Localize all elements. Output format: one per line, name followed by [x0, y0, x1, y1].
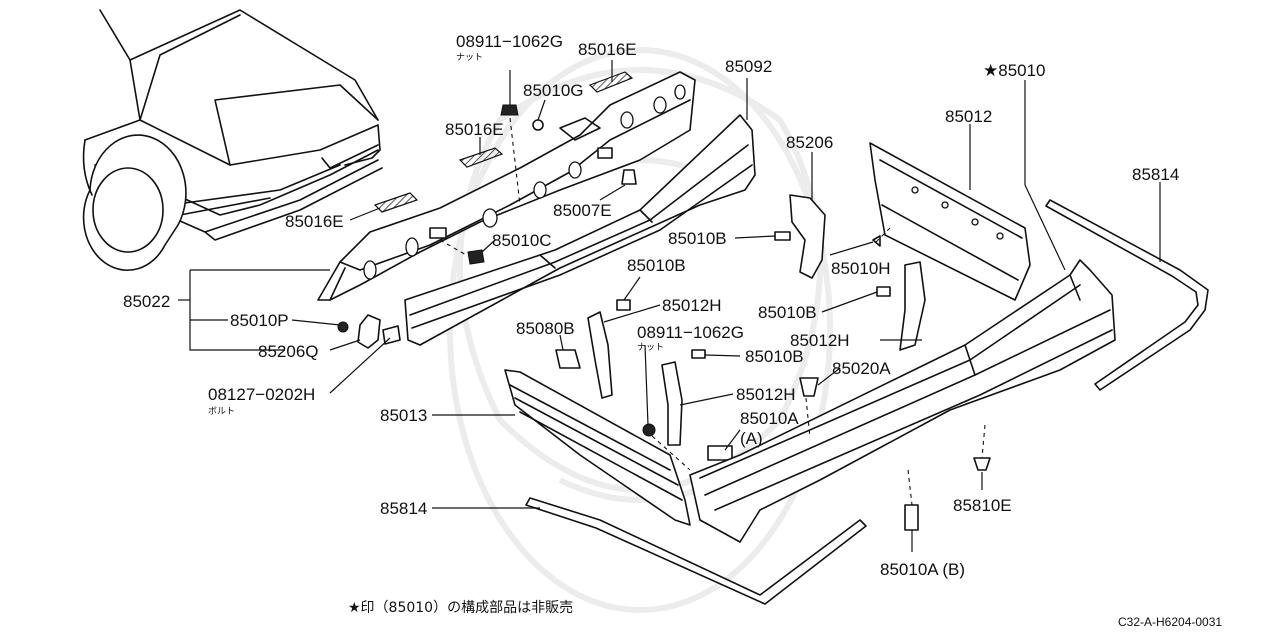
label-85016e-mid: 85016E	[445, 120, 504, 139]
bumper-reinforcement-85022	[317, 71, 696, 301]
nut-85010p	[337, 321, 349, 333]
label-85020a: 85020A	[832, 359, 891, 378]
label-85010-star: ★85010	[983, 61, 1046, 80]
retainer-85007e	[621, 169, 637, 185]
pad-85016e-mid	[458, 147, 504, 168]
bracket-85206	[789, 194, 826, 279]
molding-85814-right	[1045, 199, 1209, 391]
pad-85016e-left	[373, 192, 419, 213]
label-85010h: 85010H	[831, 259, 891, 278]
label-paren-a: (A)	[740, 429, 763, 448]
label-85016e-top: 85016E	[578, 40, 637, 59]
label-85206q: 85206Q	[258, 342, 319, 361]
label-85010b-b: 85010B	[627, 256, 686, 275]
pad-85016e-top	[588, 71, 634, 93]
label-85013: 85013	[380, 406, 427, 425]
bolt-08127	[382, 325, 401, 345]
clip-85810e	[973, 457, 991, 471]
bracket-85012h-left	[587, 311, 613, 399]
label-85010p: 85010P	[230, 311, 289, 330]
label-85810e: 85810E	[953, 496, 1012, 515]
nut-85010c	[467, 249, 485, 265]
label-85016e-left: 85016E	[285, 212, 344, 231]
label-08911-1062g-mid: 08911−1062G	[637, 323, 744, 342]
clip-85020a	[799, 377, 819, 397]
pad-85016e-group	[373, 71, 634, 213]
label-08911-1062g-top: 08911−1062G	[456, 32, 563, 51]
bumper-upper-85012	[869, 142, 1031, 301]
nut-08911-mid	[642, 423, 656, 437]
label-08127-0202h: 08127−0202H	[208, 385, 315, 404]
diagram-code: C32-A-H6204-0031	[1118, 615, 1222, 629]
label-bolt: ボルト	[208, 406, 235, 417]
fastener-group	[337, 104, 991, 531]
label-85007e: 85007E	[553, 201, 612, 220]
alignment-dashes	[439, 117, 986, 506]
car-rear-outline	[82, 9, 383, 272]
bracket-85012h-right	[899, 261, 926, 351]
bumper-side-85013	[504, 369, 691, 526]
label-85010a-b: 85010A (B)	[880, 560, 965, 579]
label-85012: 85012	[945, 107, 992, 126]
label-85814-left: 85814	[380, 499, 427, 518]
part-labels: 08911−1062G ナット 85016E 85010G 85016E 850…	[123, 32, 1222, 629]
side-brackets	[555, 194, 926, 446]
clip-85080b	[555, 349, 581, 369]
molding-85814-left	[525, 497, 867, 605]
bracket-85206q	[357, 314, 381, 349]
bolt-85010a-b	[904, 504, 919, 531]
bumper-facia-85010	[689, 259, 1116, 543]
label-85010b-d: 85010B	[745, 347, 804, 366]
label-85012h-b: 85012H	[790, 331, 850, 350]
leader-lines	[178, 60, 1161, 552]
bolt-85010b-c	[876, 286, 891, 297]
label-85022: 85022	[123, 292, 170, 311]
label-85010g: 85010G	[523, 81, 584, 100]
label-85010b-a: 85010B	[668, 229, 727, 248]
bolt-85010b-a	[774, 231, 791, 241]
label-85080b: 85080B	[516, 319, 575, 338]
label-85010b-c: 85010B	[758, 303, 817, 322]
label-nut-top: ナット	[456, 52, 483, 63]
label-85206: 85206	[786, 133, 833, 152]
label-85092: 85092	[725, 57, 772, 76]
bolt-85010a-a	[707, 445, 733, 461]
label-85012h-a: 85012H	[662, 296, 722, 315]
label-85012h-c: 85012H	[736, 385, 796, 404]
bolt-85010b-d	[691, 349, 706, 359]
bracket-85012h-mid	[661, 361, 683, 446]
bolt-85010b-b	[616, 299, 631, 311]
label-85814-right: 85814	[1132, 165, 1179, 184]
energy-absorber-85092	[404, 114, 756, 346]
label-nut-mid: ナット	[637, 342, 664, 353]
nut-08911-top	[500, 104, 519, 116]
clip-85010g	[532, 119, 544, 131]
label-85010a: 85010A	[740, 409, 799, 428]
label-85010c: 85010C	[492, 231, 552, 250]
footnote: ★印（85010）の構成部品は非販売	[348, 600, 573, 616]
